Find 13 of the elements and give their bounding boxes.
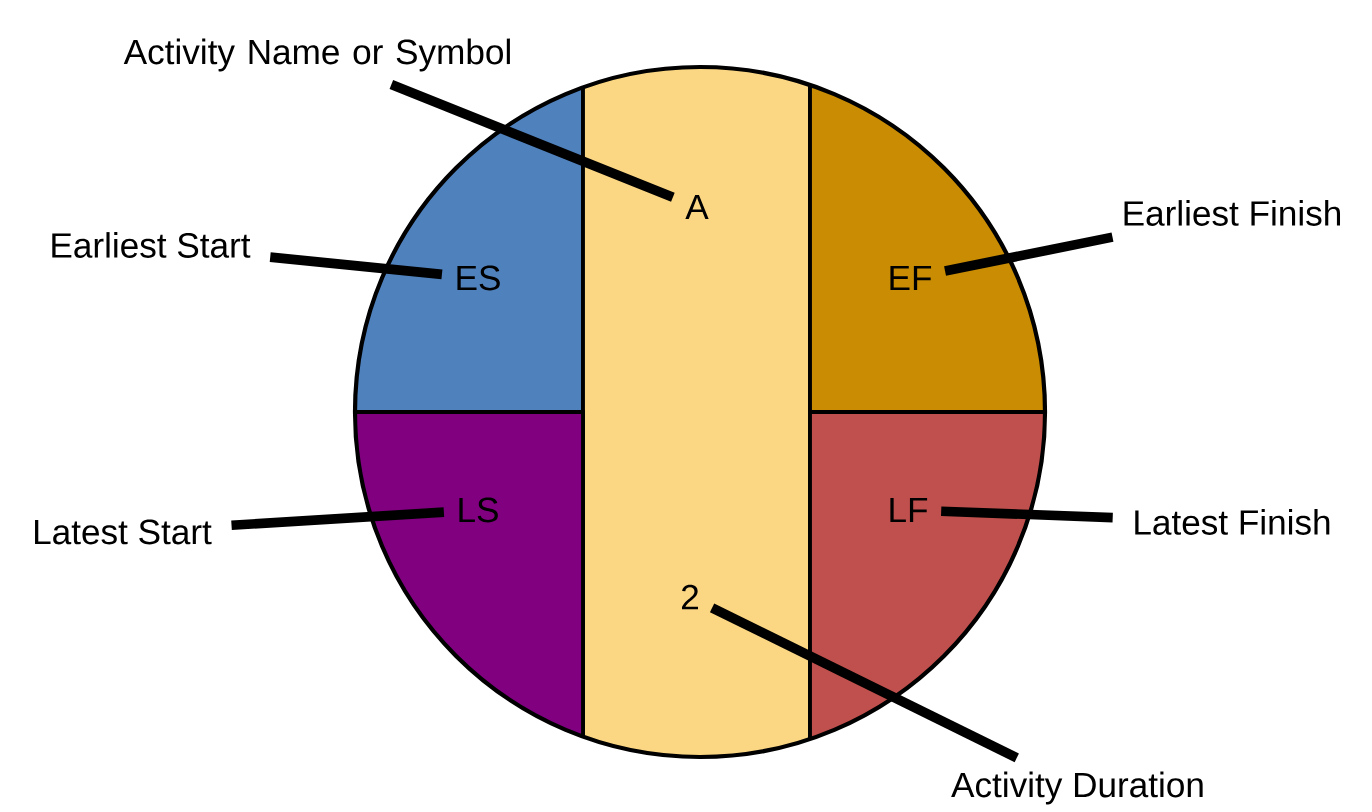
leader-line: [944, 232, 1114, 276]
label-text: Earliest Start: [52, 232, 251, 258]
leader-line: [709, 603, 1019, 763]
leader-line: [389, 79, 675, 202]
leader-line: [941, 506, 1113, 523]
label-text: Activity Duration: [951, 771, 1203, 805]
label-text: Latest Finish: [1135, 509, 1330, 535]
label-text: Activity Name or Symbol: [123, 38, 510, 72]
label-text: Latest Start: [35, 519, 212, 545]
label-text: Earliest Finish: [1124, 200, 1340, 226]
segment: A 2: [581, 67, 812, 757]
leader-line: [269, 252, 443, 280]
leader-line: [231, 507, 445, 531]
